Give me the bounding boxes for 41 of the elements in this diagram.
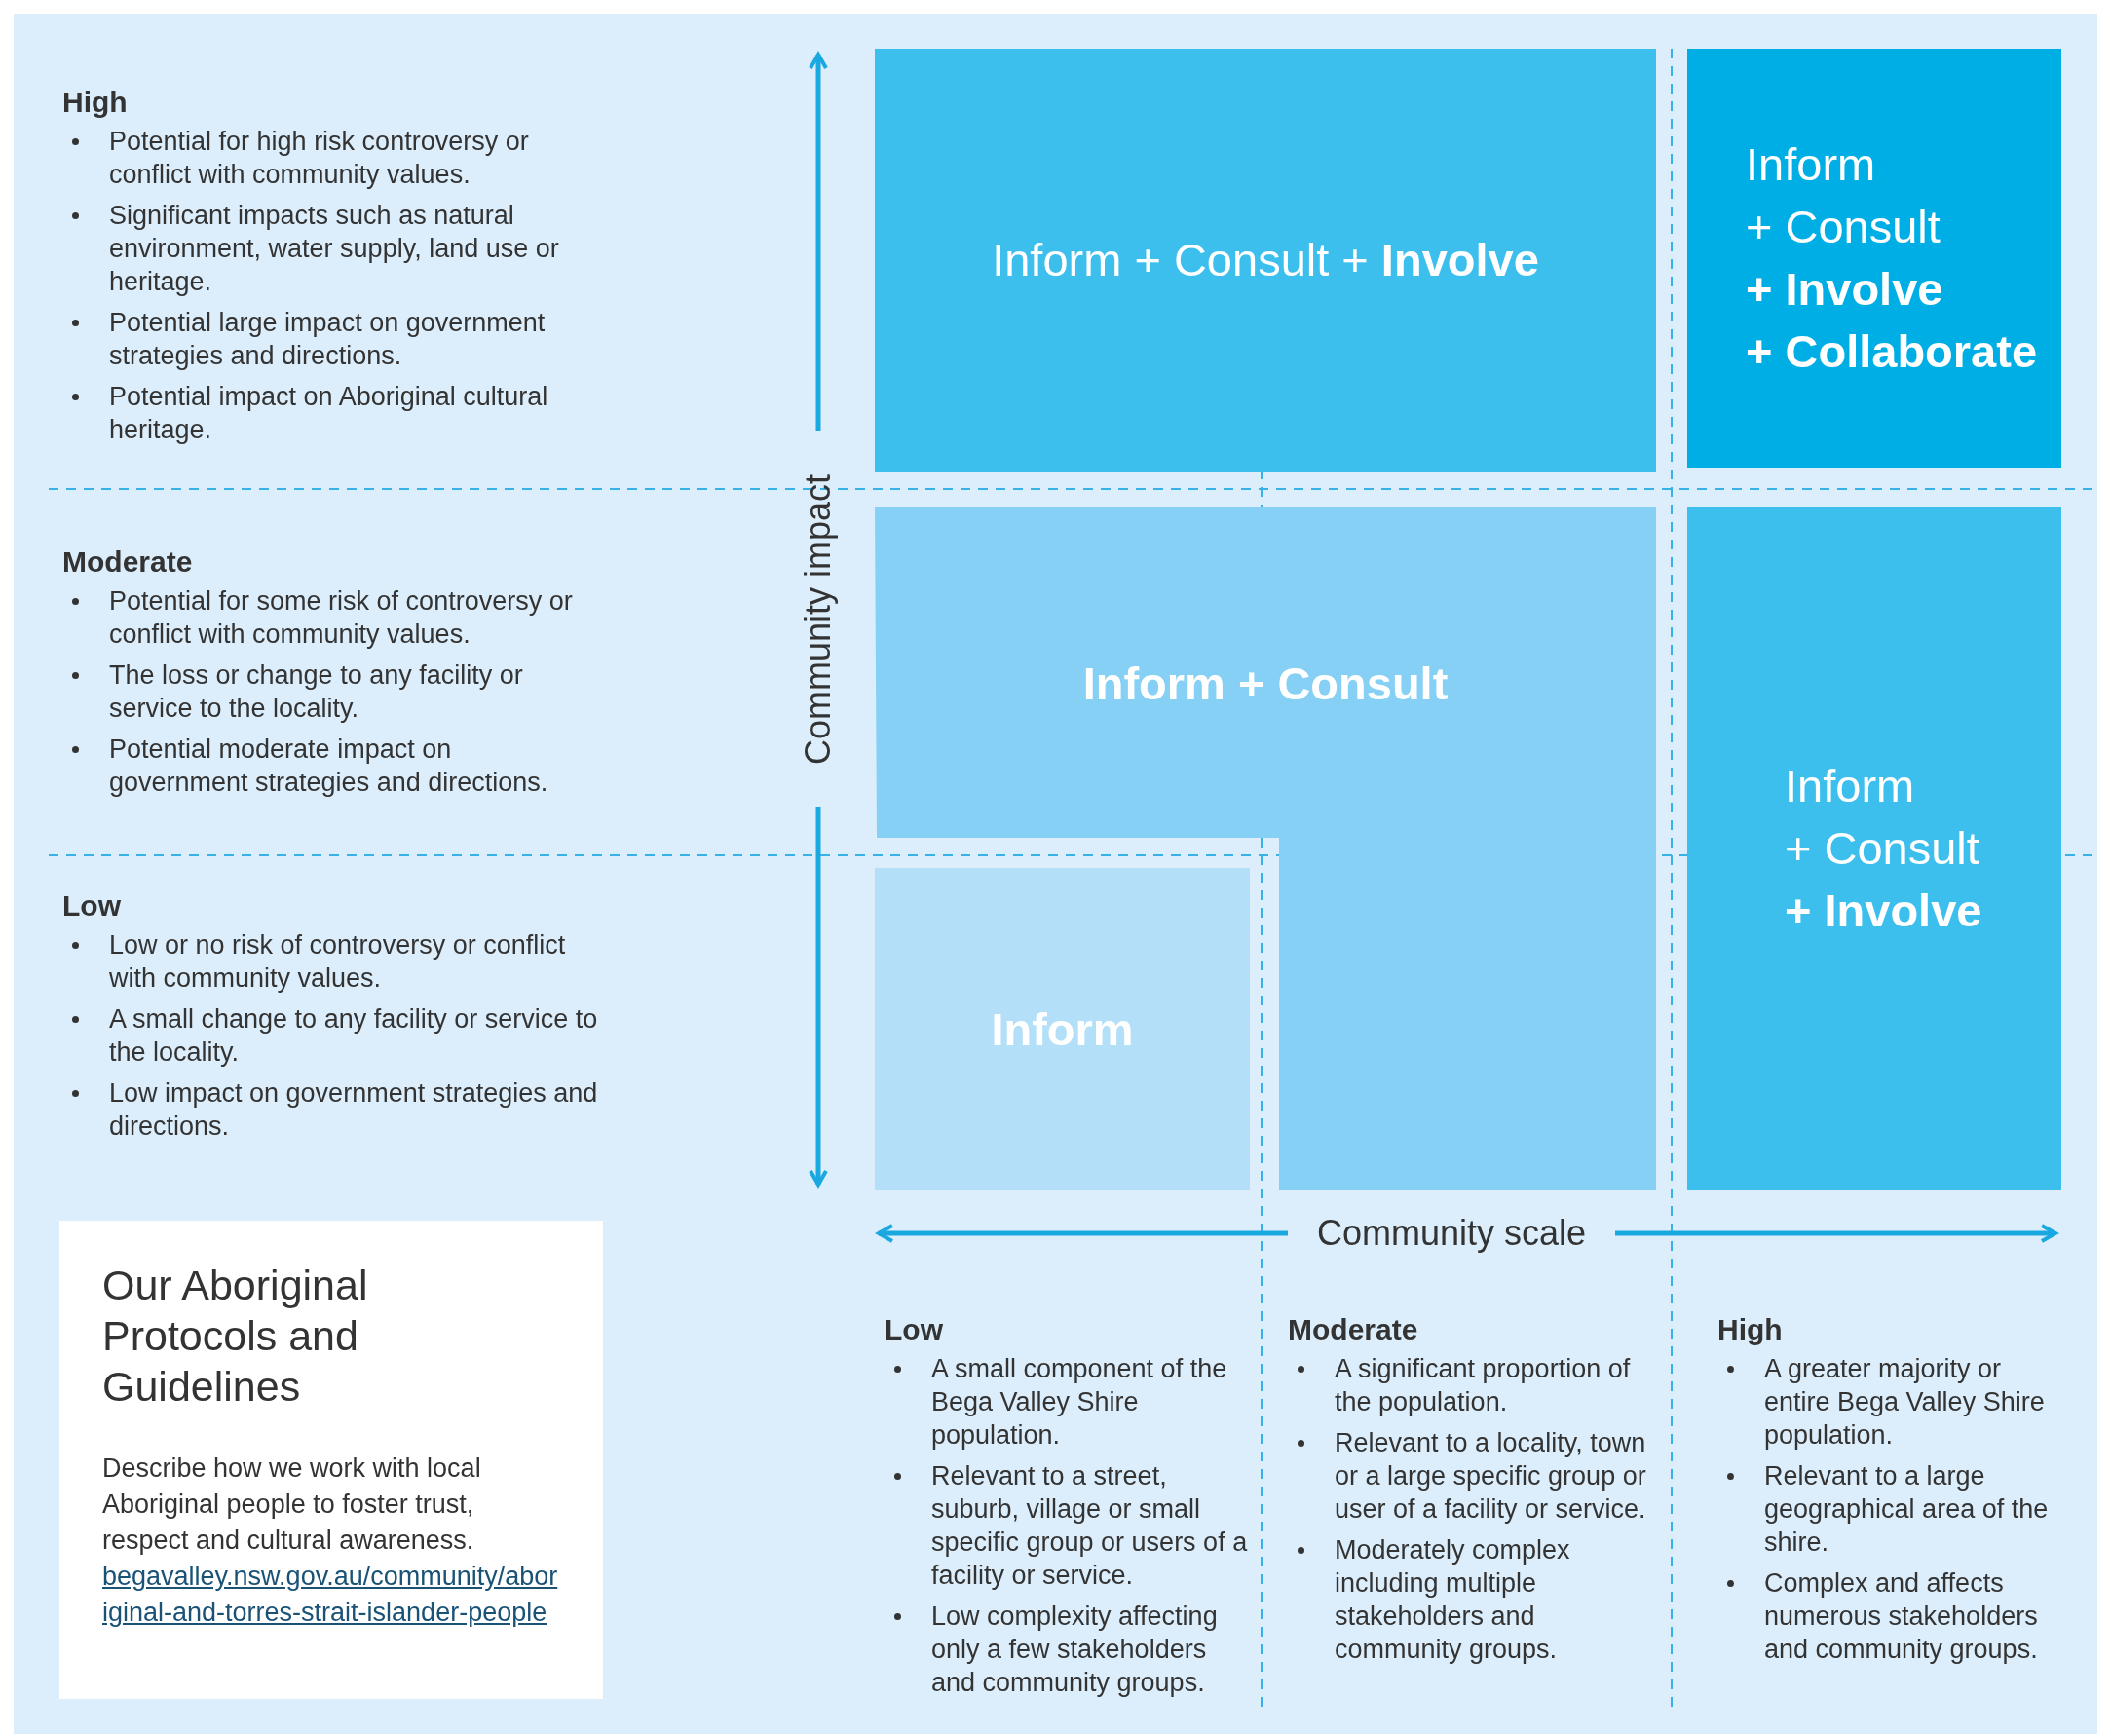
- list-item-text: A small change to any facility or service to the locality.: [109, 1004, 598, 1067]
- cell-label: Inform + Consult + Involve + Collaborate: [1745, 137, 2038, 379]
- list-item-text: Potential moderate impact on government strategies and directions.: [109, 735, 548, 797]
- list-item-text: A greater majority or entire Bega Valley Shire population.: [1764, 1354, 2045, 1450]
- link: begavalley.nsw.gov.au/community/aboriginal-and-torres-strait-islander-people: [102, 1561, 559, 1629]
- list-item-text: Significant impacts such as natural environment, water supply, land use or heritage.: [109, 201, 559, 296]
- list-item-text: Low impact on government strategies and directions.: [109, 1078, 598, 1141]
- list-item-text: Relevant to a large geographical area of the shire.: [1764, 1461, 2049, 1557]
- list-item-text: Moderately complex including multiple stakeholders and community groups.: [1335, 1535, 1570, 1664]
- heading: Low: [885, 1313, 944, 1346]
- cell-label: Inform + Consult + Involve: [992, 233, 1539, 287]
- heading: Moderate: [62, 546, 194, 579]
- heading: High: [62, 86, 129, 119]
- matrix-cell: [1687, 507, 2061, 1190]
- cell-label: Inform + Consult: [1082, 657, 1449, 711]
- list-item-text: Low or no risk of controversy or conflict with community values.: [109, 930, 566, 993]
- heading: Low: [62, 889, 122, 923]
- list-item-text: Complex and affects numerous stakeholders and community groups.: [1764, 1568, 2038, 1664]
- info-card: [59, 1221, 603, 1699]
- axis-label: Community scale: [1316, 1213, 1587, 1254]
- list-item-text: Potential for some risk of controversy or conflict with community values.: [109, 586, 573, 649]
- list-item-text: The loss or change to any facility or service to the locality.: [109, 660, 523, 723]
- list-item-text: Low complexity affecting only a few stakeholders and community groups.: [931, 1602, 1218, 1697]
- list-item-text: Relevant to a street, suburb, village or small specific group or users of a facility or service.: [931, 1461, 1248, 1590]
- list-item-text: Potential large impact on government strategies and directions.: [109, 308, 546, 370]
- list-item-text: A small component of the Bega Valley Shire population.: [931, 1354, 1227, 1450]
- matrix-cell: [1687, 49, 2061, 468]
- list-item-text: A significant proportion of the population.: [1335, 1354, 1631, 1416]
- matrix-cell: [875, 868, 1250, 1190]
- matrix-cell: [875, 49, 1656, 472]
- list-item-text: Potential impact on Aboriginal cultural heritage.: [109, 382, 548, 444]
- matrix-cell: [875, 507, 1656, 1190]
- list-item-text: Relevant to a locality, town or a large specific group or user of a facility or service.: [1335, 1428, 1646, 1524]
- cell-label: Inform + Consult + Involve: [1784, 759, 1982, 938]
- heading: Moderate: [1288, 1313, 1419, 1346]
- list-item-text: Potential for high risk controversy or conflict with community values.: [109, 127, 529, 189]
- cell-label: Inform: [991, 1001, 1134, 1057]
- card-description: Describe how we work with local Aboriginal people to foster trust, respect and cultural awareness.: [102, 1453, 482, 1557]
- heading: High: [1717, 1313, 1784, 1346]
- axis-label: Community impact: [798, 473, 839, 766]
- card-title: Our Aboriginal Protocols and Guidelines: [102, 1261, 369, 1412]
